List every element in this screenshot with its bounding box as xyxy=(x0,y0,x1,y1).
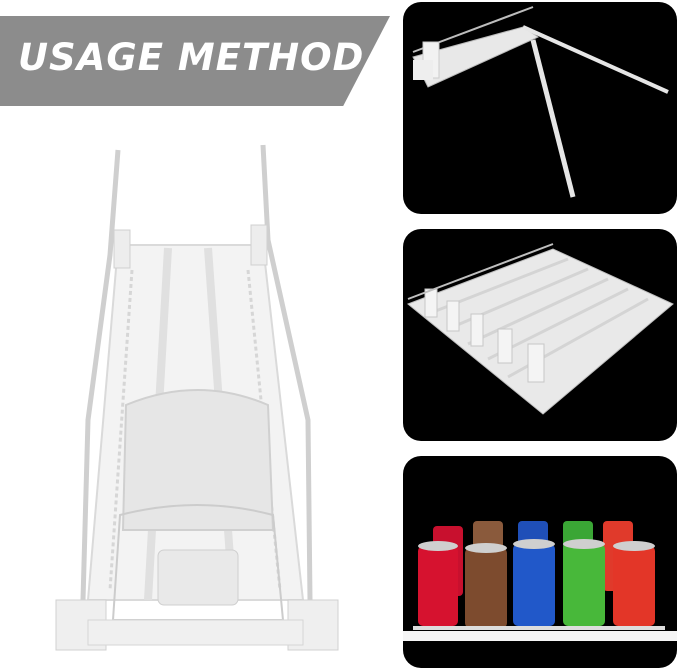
panel-extended-tray xyxy=(403,2,677,214)
panel-tray-with-cans xyxy=(403,456,677,668)
single-lane-pusher-tray xyxy=(55,144,339,651)
multi-lane-tray-image xyxy=(407,243,674,415)
title-banner xyxy=(0,16,390,106)
banner-title: USAGE METHOD xyxy=(18,36,365,79)
panel-multi-lane-tray xyxy=(403,229,677,441)
extended-tray-image xyxy=(412,6,669,198)
tray-with-cans-image xyxy=(403,521,677,641)
